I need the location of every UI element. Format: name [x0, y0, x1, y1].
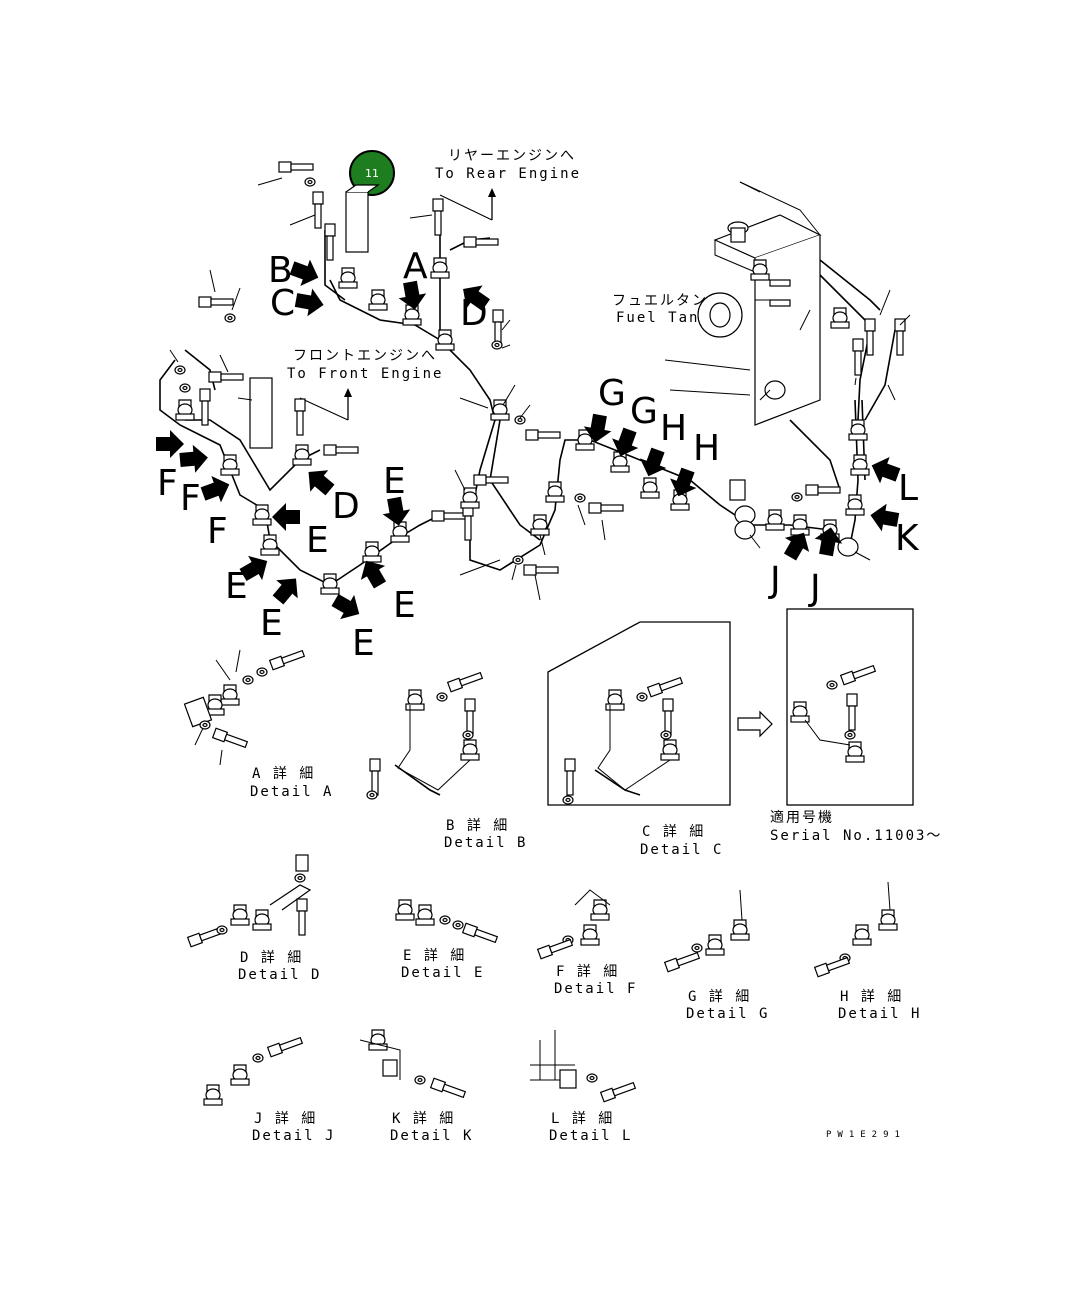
callout-E-6: E [352, 623, 375, 664]
callout-F-1: F [157, 463, 178, 504]
detail-b-en: Detail B [444, 835, 527, 851]
callout-E-1: E [383, 461, 406, 502]
callout-D-mid: D [332, 486, 360, 527]
detail-j-jp: J 詳 細 [254, 1111, 317, 1127]
callout-G-1: G [598, 373, 626, 414]
callout-A-top: A [403, 246, 428, 287]
leader-lines [169, 177, 911, 601]
callout-E-2: E [306, 520, 329, 561]
detail-f-en: Detail F [554, 981, 637, 997]
callout-K: K [895, 518, 920, 559]
detail-drawings [183, 648, 898, 1106]
callout-H-2: H [693, 428, 720, 469]
detail-d-en: Detail D [238, 967, 321, 983]
drawing-reference: PW1E291 [826, 1130, 906, 1140]
callout-E-3: E [225, 566, 248, 607]
detail-c-frame [547, 621, 731, 806]
serial-label-en: Serial No.11003～ [770, 828, 942, 844]
detail-a-jp: A 詳 細 [252, 766, 315, 782]
detail-captions: A 詳 細 Detail A B 詳 細 Detail B C 詳 細 Deta… [238, 766, 942, 1144]
detail-k-jp: K 詳 細 [392, 1111, 455, 1127]
detail-j-en: Detail J [252, 1128, 335, 1144]
detail-g-en: Detail G [686, 1006, 769, 1022]
fuel-tank [664, 181, 881, 426]
rear-engine-label-jp: リヤーエンジンへ [448, 148, 576, 164]
detail-c-jp: C 詳 細 [642, 824, 705, 840]
callout-G-2: G [630, 391, 658, 432]
fuel-tank-label-en: Fuel Tank [616, 310, 710, 326]
fuel-tank-label-jp: フュエルタンク [612, 293, 724, 309]
main-parts [174, 161, 906, 595]
rear-engine-label-en: To Rear Engine [435, 166, 581, 182]
detail-f-jp: F 詳 細 [556, 964, 619, 980]
detail-k-en: Detail K [390, 1128, 473, 1144]
detail-g-jp: G 詳 細 [688, 989, 751, 1005]
detail-a-en: Detail A [250, 784, 333, 800]
detail-d-jp: D 詳 細 [240, 950, 303, 966]
callout-F-3: F [207, 511, 228, 552]
callout-F-2: F [180, 478, 201, 519]
detail-h-en: Detail H [838, 1006, 921, 1022]
detail-l-jp: L 詳 細 [551, 1111, 614, 1127]
badge-number: 11 [365, 167, 379, 180]
callout-B: B [268, 250, 293, 291]
part-number-badge[interactable]: 11 [349, 150, 395, 196]
callout-J-2: J [808, 568, 821, 609]
detail-e-en: Detail E [401, 965, 484, 981]
callout-J-1: J [768, 560, 781, 601]
detail-b-jp: B 詳 細 [446, 818, 509, 834]
callout-E-4: E [260, 603, 283, 644]
serial-label-jp: 適用号機 [770, 809, 834, 826]
badge-circle [349, 150, 395, 196]
detail-h-jp: H 詳 細 [840, 989, 903, 1005]
detail-l-en: Detail L [549, 1128, 632, 1144]
detail-e-jp: E 詳 細 [403, 948, 466, 964]
callout-E-5: E [393, 585, 416, 626]
rear-engine-arrow [439, 188, 496, 221]
detail-c-en: Detail C [640, 842, 723, 858]
serial-frame [737, 608, 914, 806]
callout-H-1: H [660, 408, 687, 449]
callout-letters: B C A D F F F D E E E E E E G G H H L K … [157, 246, 920, 664]
callout-C: C [270, 283, 295, 324]
front-engine-label-en: To Front Engine [287, 366, 443, 382]
front-engine-label-jp: フロントエンジンへ [293, 348, 437, 364]
front-engine-arrow [299, 388, 352, 421]
callout-L: L [898, 468, 918, 509]
